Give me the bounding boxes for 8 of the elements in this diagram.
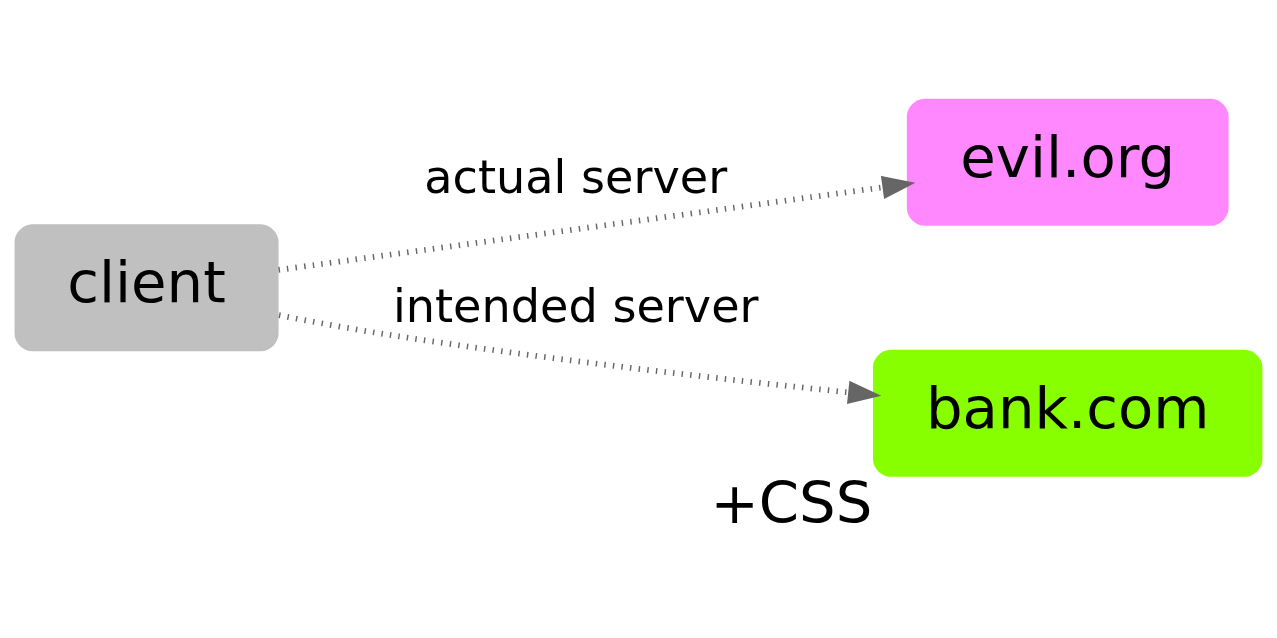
node-label: +CSS [710,468,873,537]
node-box: client [14,223,279,351]
arrow [278,311,882,404]
node-box: evil.org [906,98,1229,226]
edge-label: actual server [424,149,728,204]
node-box: bank.com [872,349,1263,477]
arrow [278,175,916,273]
edge-label: intended server [392,278,759,333]
